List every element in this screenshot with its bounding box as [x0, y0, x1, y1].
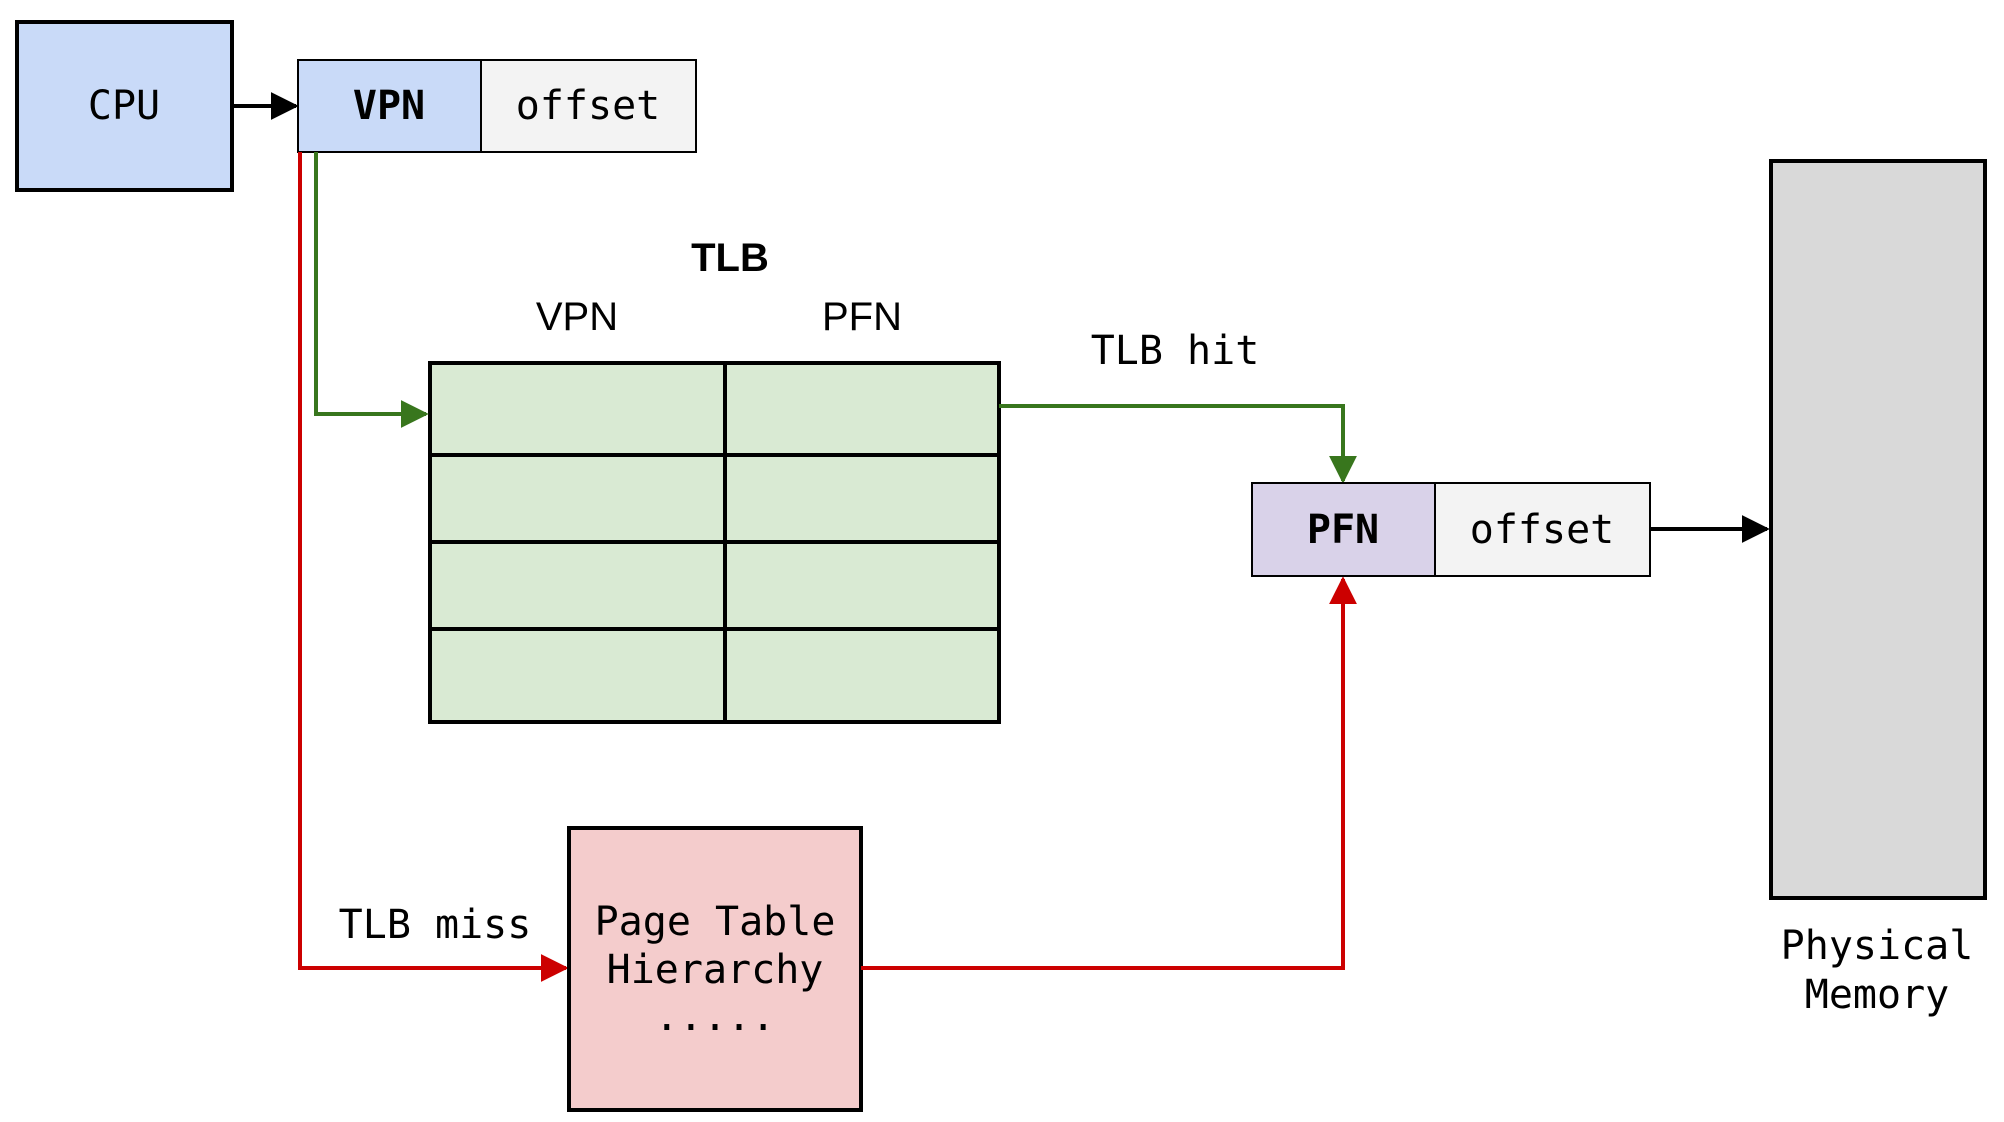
- vpn-to-tlb-arrow: [314, 152, 429, 428]
- va-offset-cell: [480, 59, 697, 153]
- cpu-label: CPU: [88, 83, 160, 129]
- page-table-line1: Page Table: [595, 899, 836, 945]
- pa-offset-label: offset: [1470, 507, 1615, 553]
- pfn-label: PFN: [1307, 507, 1379, 553]
- vpn-label: VPN: [353, 83, 425, 129]
- physical-address: PFN offset: [1251, 482, 1651, 577]
- tlb-hit-label: TLB hit: [1091, 328, 1260, 374]
- va-offset-label: offset: [516, 83, 661, 129]
- cpu-box: CPU: [15, 20, 234, 192]
- tlb-table: [428, 361, 1001, 724]
- physical-memory-line1: Physical: [1781, 923, 1974, 969]
- tlb-title: TLB: [691, 236, 769, 280]
- page-table-line2: Hierarchy: [607, 947, 824, 993]
- vpn-cell: [297, 59, 482, 153]
- page-table-to-pfn-arrow: [861, 576, 1357, 970]
- tlb-col-pfn: PFN: [822, 295, 902, 339]
- tlb-col-vpn: VPN: [536, 295, 618, 339]
- tlb-miss-arrow: [298, 152, 569, 982]
- page-table-box: Page Table Hierarchy .....: [567, 826, 863, 1112]
- physical-memory: Physical Memory: [1769, 159, 1987, 1018]
- tlb-hit-arrow: [999, 404, 1357, 484]
- page-table-line3: .....: [655, 994, 775, 1040]
- virtual-address: VPN offset: [297, 59, 697, 153]
- physical-memory-line2: Memory: [1805, 972, 1950, 1018]
- pfn-cell: [1251, 482, 1436, 577]
- tlb-miss-label: TLB miss: [339, 902, 532, 948]
